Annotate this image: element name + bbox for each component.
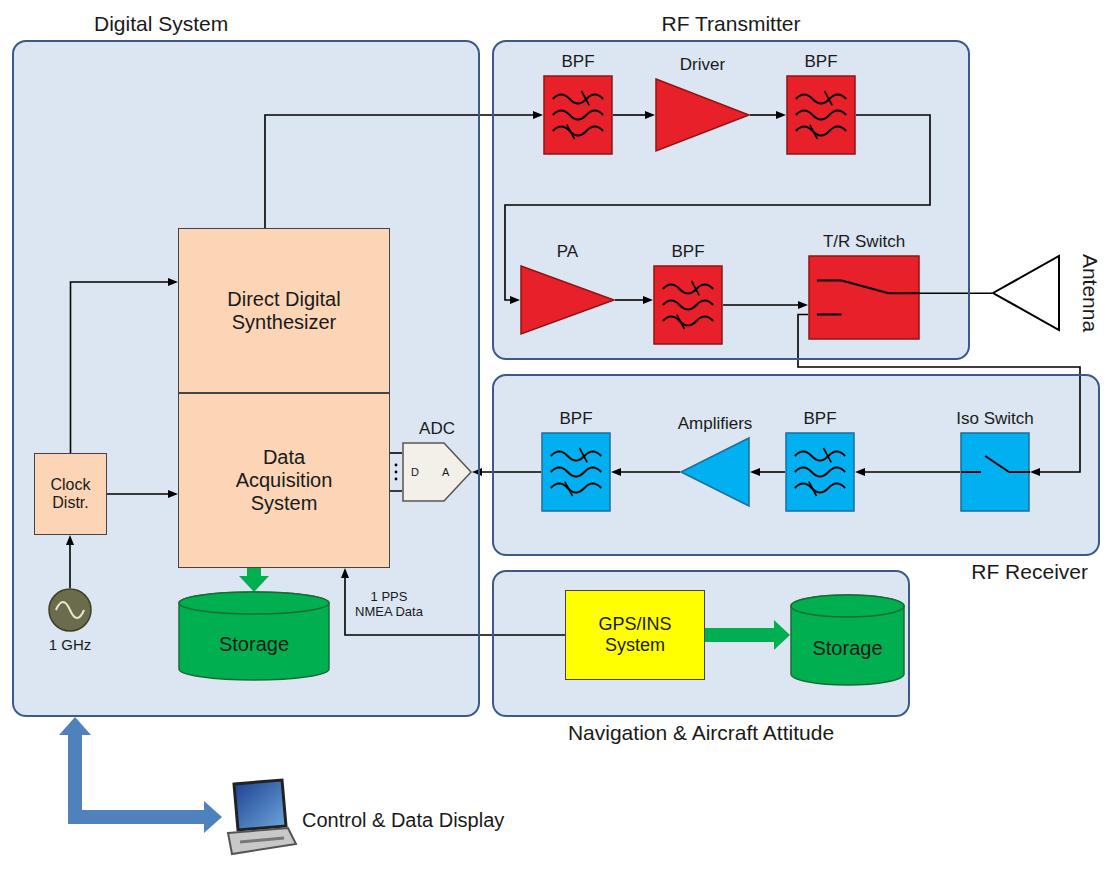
- bus-line: [390, 490, 402, 492]
- signal-connector: [865, 471, 960, 473]
- bandpass-filter: BPF: [786, 75, 856, 155]
- signal-connector: [723, 304, 798, 306]
- signal-connector: [390, 452, 402, 454]
- driver-amplifier: Driver: [655, 78, 750, 152]
- panel-ground: [493, 571, 909, 716]
- signal-connector: [613, 114, 645, 116]
- power-amplifier-outline: [520, 265, 615, 335]
- box-text: Storage: [219, 633, 289, 656]
- component-label: BPF: [671, 242, 704, 262]
- signal-connector: [615, 299, 643, 301]
- signal-connector: [71, 282, 169, 453]
- bandpass-filter: BPF: [541, 432, 611, 512]
- acquisition-box: Data Acquisition System: [178, 393, 390, 568]
- laptop-icon: Control & Data Display: [222, 780, 562, 860]
- component-label: Navigation & Aircraft Attitude: [568, 721, 834, 745]
- oscillator-symbol: 1 GHz: [48, 588, 92, 632]
- component-label: T/R Switch: [823, 232, 905, 252]
- signal-label: 1 PPS NMEA Data: [352, 590, 426, 620]
- isolation-switch: Iso Switch: [960, 432, 1030, 512]
- bandpass-filter: BPF: [653, 265, 723, 345]
- clock-box: Clock Distr.: [34, 453, 107, 535]
- bandpass-filter-outline: [653, 265, 723, 345]
- signal-connector: [75, 735, 204, 817]
- signal-connector: [345, 578, 565, 635]
- box-text: Direct Digital Synthesizer: [189, 288, 379, 334]
- isolation-switch-outline: [960, 432, 1030, 512]
- component-label: Driver: [680, 55, 725, 75]
- gps-ins-box: GPS/INS System: [565, 590, 705, 680]
- component-label: Digital System: [94, 12, 228, 36]
- power-amplifier: PA: [520, 265, 615, 335]
- signal-connector: [760, 471, 785, 473]
- bus-dot: [395, 464, 398, 467]
- box-text: GPS/INS System: [572, 614, 698, 655]
- bus-dot: [395, 478, 398, 481]
- signal-connector: [621, 471, 680, 473]
- signal-connector: [482, 471, 541, 473]
- signal-connector: [920, 292, 992, 294]
- component-label: BPF: [561, 52, 594, 72]
- signal-connector: [69, 545, 71, 588]
- system-panel: RF ReceiverBPFAmplifiersBPFIso Switch: [492, 374, 1100, 556]
- panel-ground: [493, 41, 969, 359]
- box-text: Data Acquisition System: [229, 446, 339, 515]
- component-label: Amplifiers: [678, 414, 753, 434]
- system-panel: RF TransmitterBPFDriverBPFPABPFT/R Switc…: [492, 40, 970, 360]
- signal-connector: [247, 568, 261, 576]
- bus-dot: [395, 471, 398, 474]
- receive-amplifier: Amplifiers: [680, 437, 750, 507]
- adc-symbol: ADCDA: [402, 442, 472, 502]
- component-label: 1 GHz: [49, 636, 92, 653]
- component-label: BPF: [803, 409, 836, 429]
- box-text: Storage: [812, 637, 882, 660]
- storage-cylinder: Storage: [178, 592, 330, 680]
- receive-amplifier-outline: [680, 437, 750, 507]
- antenna-symbol-outline: [992, 255, 1060, 331]
- component-label: RF Transmitter: [662, 12, 801, 36]
- signal-connector: [705, 628, 774, 642]
- signal-connector: [750, 114, 776, 116]
- signal-connector: [107, 493, 168, 495]
- tr-switch: T/R Switch: [808, 255, 920, 340]
- system-panel: Navigation & Aircraft AttitudeGPS/INS Sy…: [492, 570, 910, 717]
- oscillator-symbol-outline: [48, 588, 92, 632]
- bandpass-filter: BPF: [785, 432, 855, 512]
- component-label: ADC: [419, 419, 455, 439]
- storage-cylinder: Storage: [790, 595, 905, 685]
- bandpass-filter-outline: [543, 75, 613, 155]
- driver-amplifier-outline: [655, 78, 750, 152]
- bandpass-filter-outline: [785, 432, 855, 512]
- bandpass-filter-outline: [541, 432, 611, 512]
- port-letter: A: [442, 466, 449, 479]
- component-label: Antenna: [1078, 254, 1102, 332]
- synthesizer-box: Direct Digital Synthesizer: [178, 228, 390, 393]
- bandpass-filter: BPF: [543, 75, 613, 155]
- component-label: Iso Switch: [956, 409, 1033, 429]
- antenna-symbol: Antenna: [992, 255, 1060, 331]
- component-label: BPF: [559, 409, 592, 429]
- panel-ground: [493, 375, 1099, 555]
- component-label: PA: [557, 242, 578, 262]
- component-label: BPF: [804, 52, 837, 72]
- bandpass-filter-outline: [786, 75, 856, 155]
- component-label: Control & Data Display: [302, 809, 504, 832]
- tr-switch-outline: [808, 255, 920, 340]
- box-text: Clock Distr.: [38, 476, 103, 513]
- port-letter: D: [411, 466, 419, 479]
- component-label: RF Receiver: [971, 560, 1088, 584]
- panel-ground: [13, 41, 479, 716]
